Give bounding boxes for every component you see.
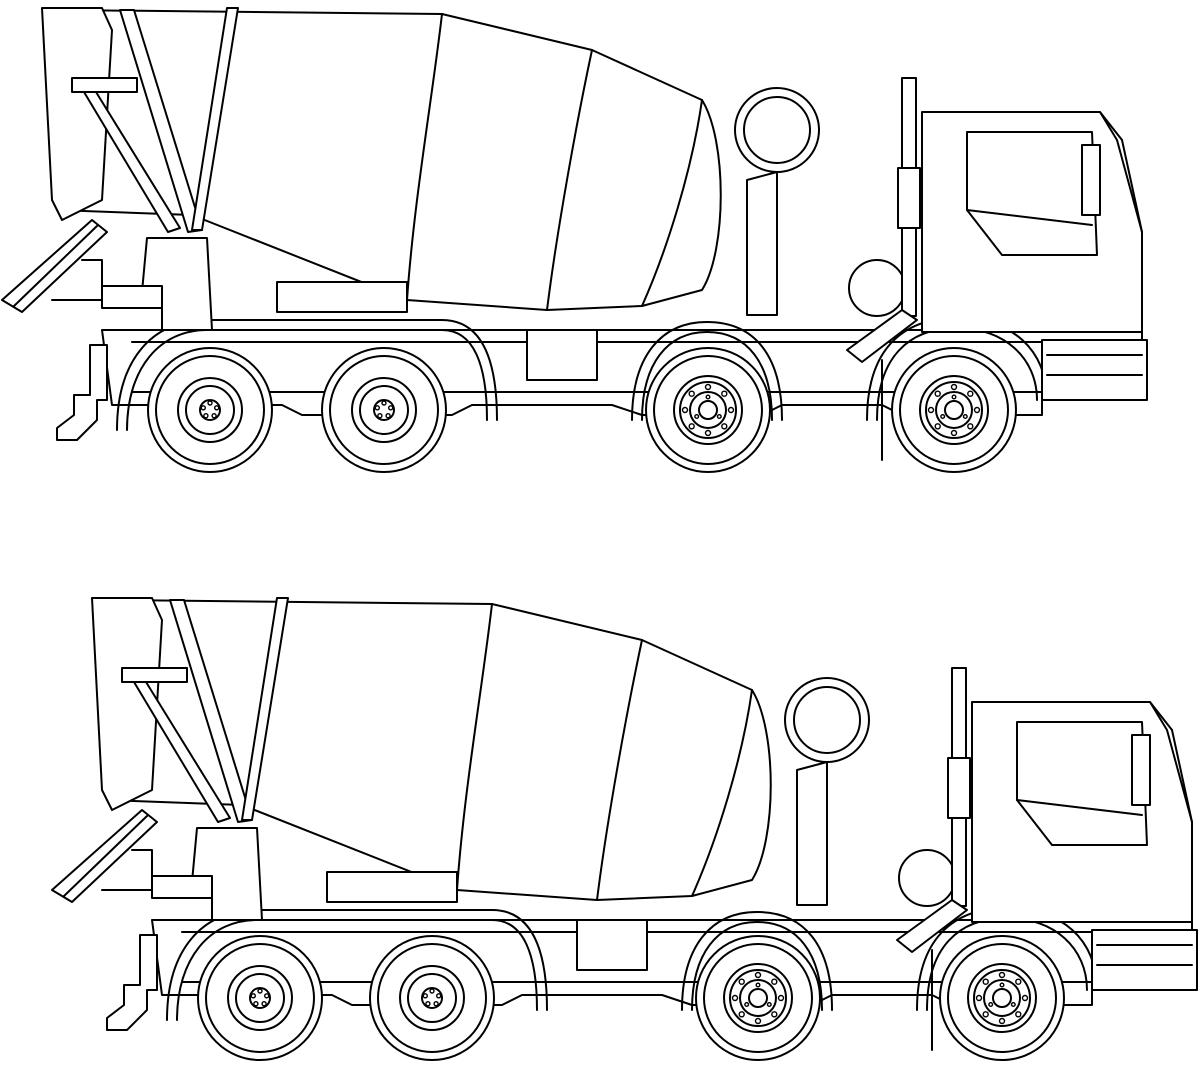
wheel-rear-1-bottom — [197, 935, 323, 1061]
wheel-rear-1-top — [147, 347, 273, 473]
mixer-truck-bottom — [51, 597, 1198, 1061]
wheel-front-2-top — [891, 347, 1017, 473]
wheel-front-2-bottom — [939, 935, 1065, 1061]
wheel-rear-2-bottom — [369, 935, 495, 1061]
wheel-front-1-bottom — [695, 935, 821, 1061]
wheel-rear-2-top — [321, 347, 447, 473]
wheel-front-1-top — [645, 347, 771, 473]
mixer-truck-top — [1, 7, 1148, 473]
